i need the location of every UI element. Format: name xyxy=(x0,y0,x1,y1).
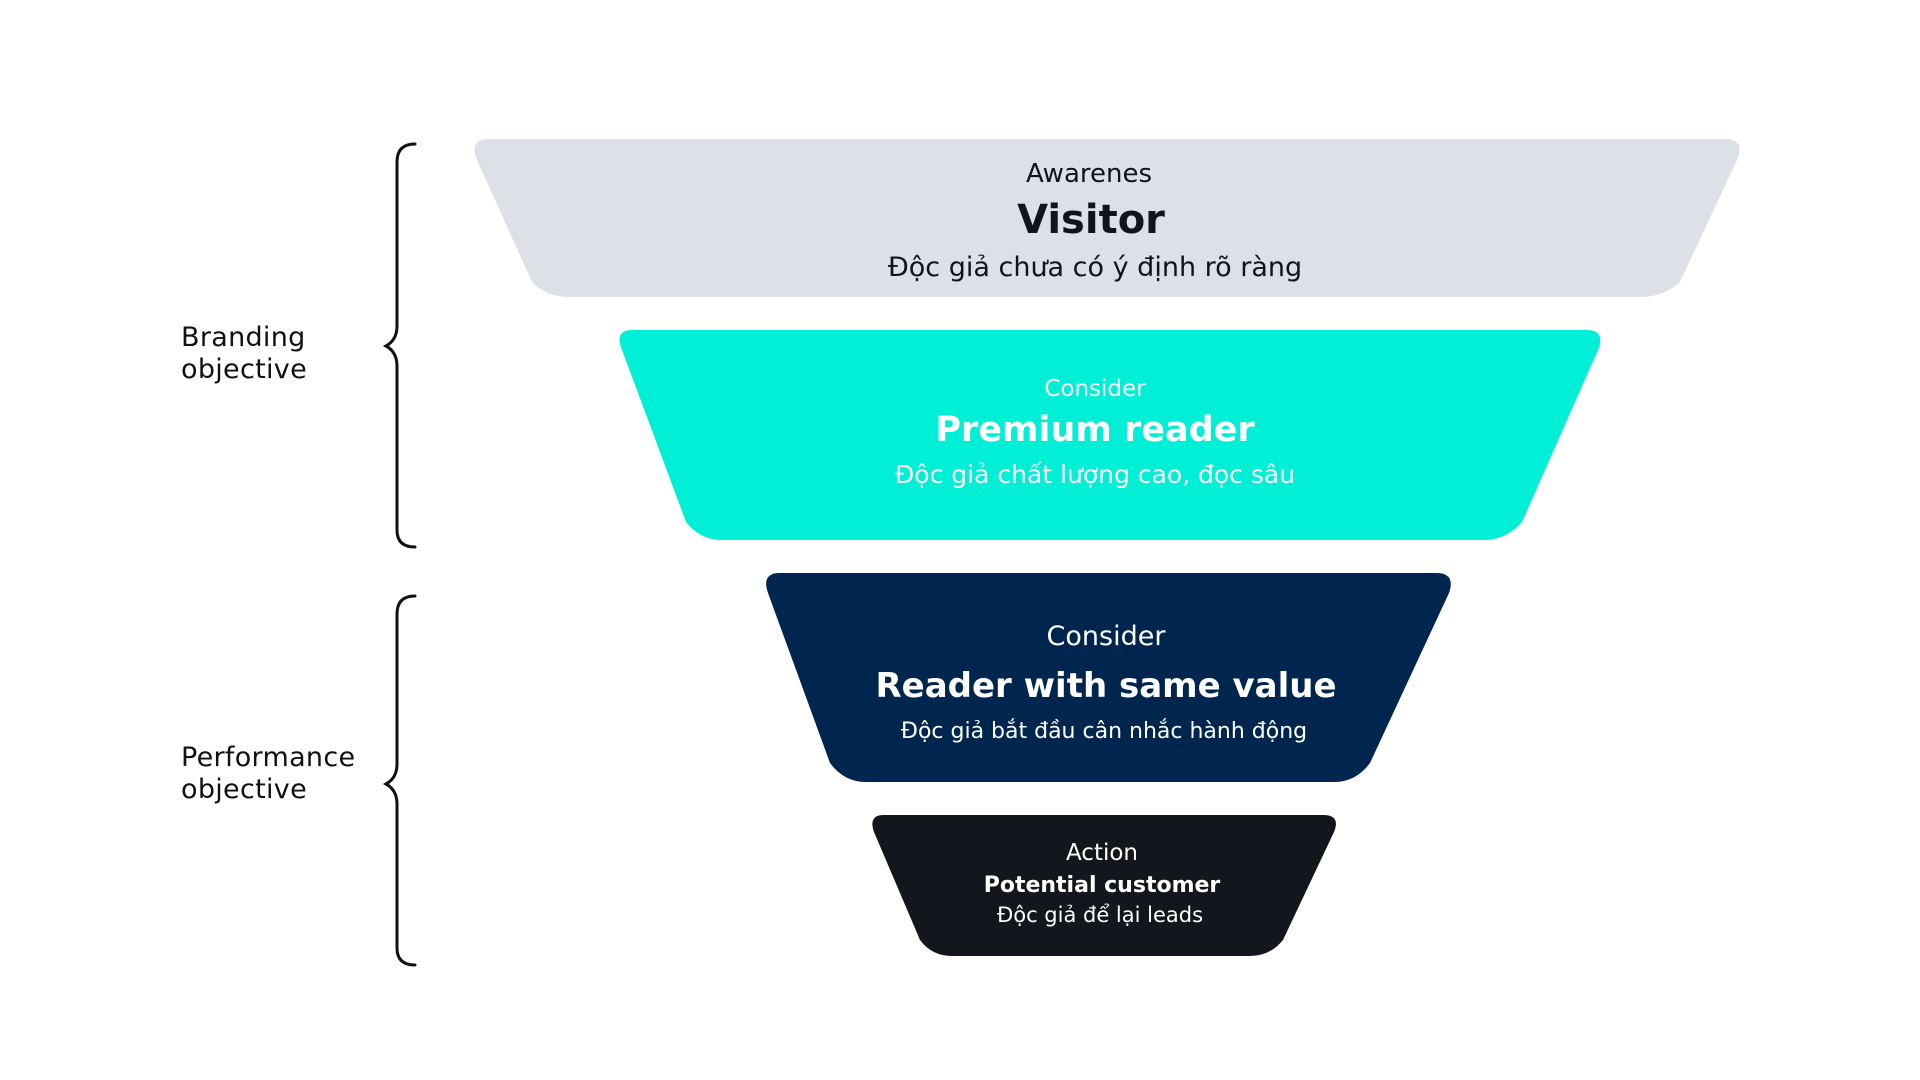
funnel-layer-reader-same-value xyxy=(766,573,1451,782)
stage-title: Premium reader xyxy=(935,410,1255,450)
stage-description: Độc giả chưa có ý định rõ ràng xyxy=(888,252,1302,283)
group-label-branding: Branding objective xyxy=(181,322,307,385)
funnel-stage-premium-reader: Consider Premium reader Độc giả chất lượ… xyxy=(619,330,1601,540)
funnel-layer-visitor xyxy=(474,139,1740,297)
funnel-stage-reader-same-value: Consider Reader with same value Độc giả … xyxy=(766,573,1451,782)
stage-title: Visitor xyxy=(1017,197,1165,243)
stage-label: Action xyxy=(1066,840,1138,866)
brace-performance xyxy=(382,594,417,967)
stage-label: Consider xyxy=(1044,376,1146,402)
group-label-line: objective xyxy=(181,354,307,385)
group-label-performance: Performance objective xyxy=(181,742,355,805)
stage-description: Độc giả bắt đầu cân nhắc hành động xyxy=(901,719,1307,744)
stage-label: Awarenes xyxy=(1026,159,1152,189)
funnel-layer-premium-reader xyxy=(619,330,1601,540)
stage-title: Reader with same value xyxy=(875,666,1336,706)
group-label-line: Performance xyxy=(181,742,355,773)
stage-description: Độc giả để lại leads xyxy=(997,903,1203,927)
stage-title: Potential customer xyxy=(984,873,1221,898)
group-label-line: Branding xyxy=(181,322,306,353)
stage-label: Consider xyxy=(1047,621,1167,652)
group-label-line: objective xyxy=(181,774,307,805)
funnel-stage-potential-customer: Action Potential customer Độc giả để lại… xyxy=(872,815,1336,956)
brace-branding xyxy=(382,142,417,549)
stage-description: Độc giả chất lượng cao, đọc sâu xyxy=(895,460,1295,489)
funnel-layer-potential-customer xyxy=(872,815,1336,956)
funnel-stage-visitor: Awarenes Visitor Độc giả chưa có ý định … xyxy=(474,139,1740,297)
